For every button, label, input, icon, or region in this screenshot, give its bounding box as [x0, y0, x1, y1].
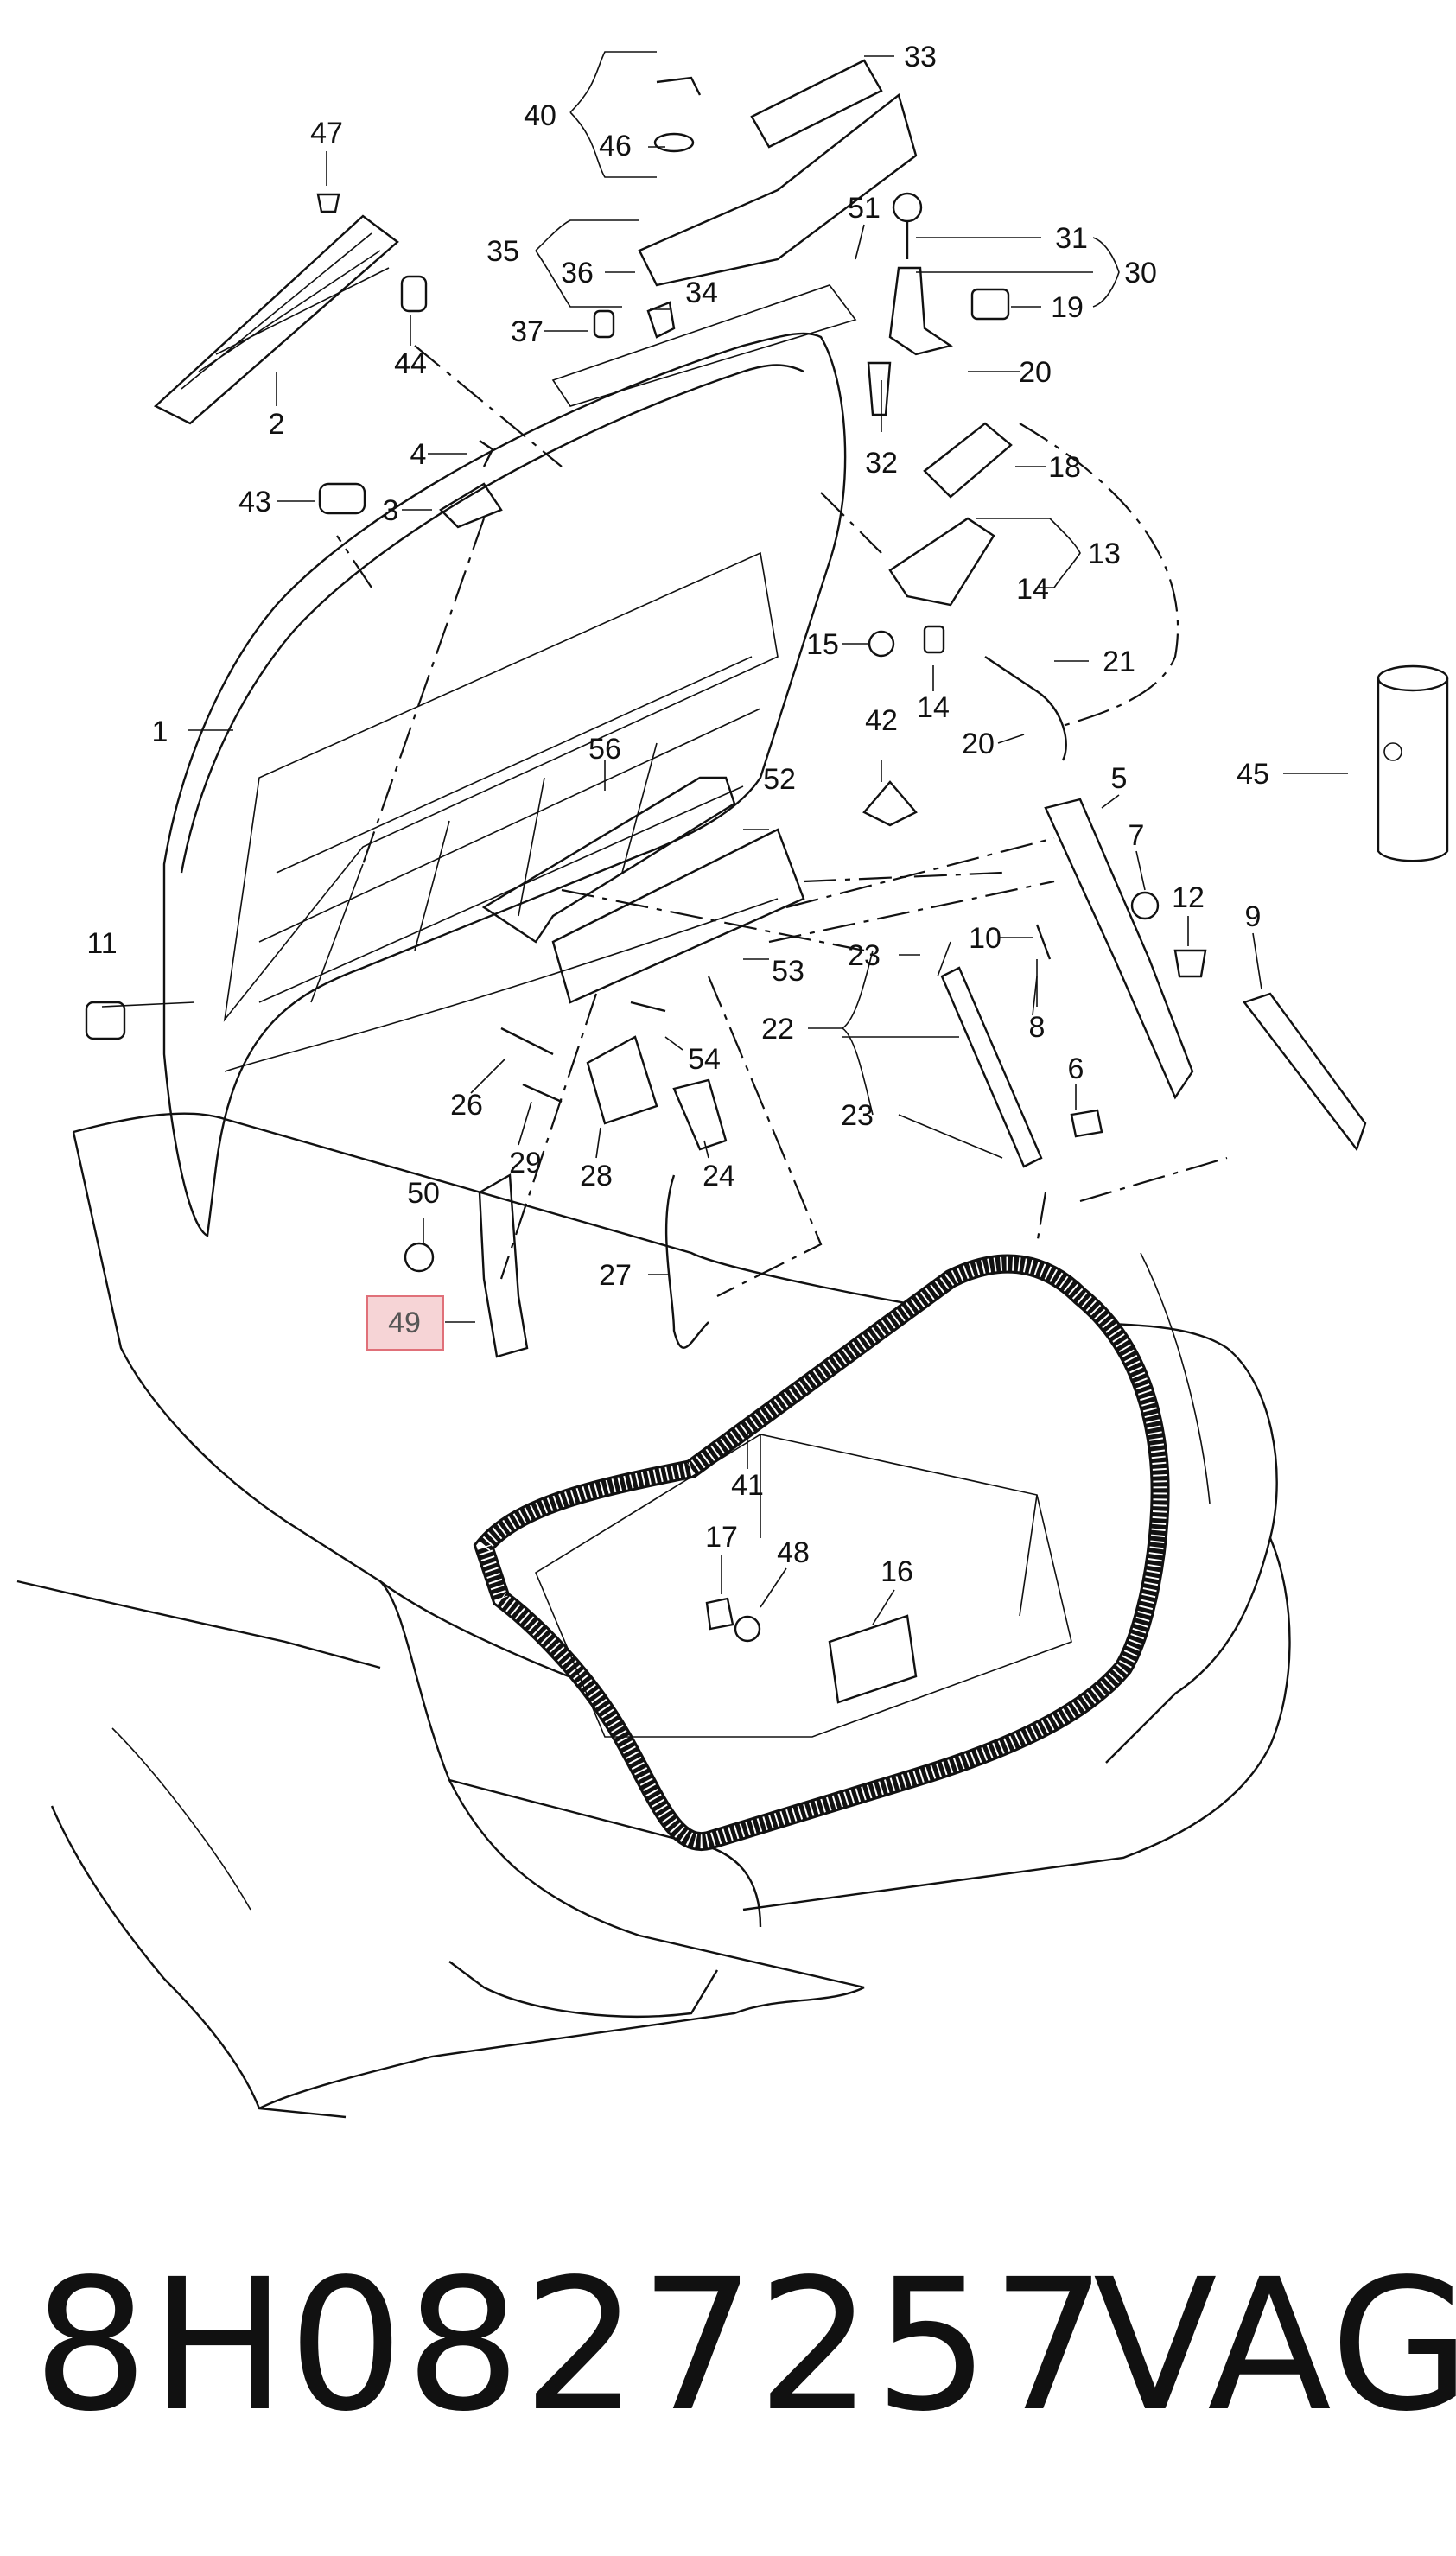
brand-name: VAG — [1093, 2240, 1456, 2451]
part-label-42: 42 — [865, 704, 898, 737]
part-label-2: 2 — [269, 408, 285, 441]
part-label-36: 36 — [561, 257, 594, 289]
leader-lines — [101, 51, 1348, 1625]
part-label-8: 8 — [1029, 1011, 1046, 1044]
part-number: 8H0827257 — [33, 2240, 1109, 2451]
highlight-box — [366, 1295, 444, 1351]
part-label-37: 37 — [511, 315, 544, 348]
part-label-26: 26 — [450, 1089, 483, 1122]
trunk-seal — [473, 1254, 1170, 1852]
part-label-23a: 23 — [848, 939, 881, 972]
part-label-19: 19 — [1051, 291, 1084, 324]
part-label-30: 30 — [1124, 257, 1157, 289]
part-label-33: 33 — [904, 41, 937, 73]
part-label-53: 53 — [772, 955, 804, 988]
part-label-43: 43 — [238, 486, 271, 518]
part-label-31: 31 — [1055, 222, 1088, 255]
part-label-9: 9 — [1245, 900, 1262, 933]
part-label-15: 15 — [806, 628, 839, 661]
part-label-40: 40 — [524, 99, 556, 132]
part-label-45: 45 — [1237, 758, 1269, 791]
part-label-11: 11 — [86, 927, 117, 960]
spray-can-icon — [1377, 664, 1449, 862]
part-label-3: 3 — [383, 494, 399, 527]
part-label-21: 21 — [1103, 645, 1135, 678]
part-label-17: 17 — [705, 1521, 738, 1554]
part-label-34: 34 — [685, 277, 718, 309]
part-label-4: 4 — [410, 438, 427, 471]
part-label-48: 48 — [777, 1536, 810, 1569]
part-label-14a: 14 — [1016, 573, 1049, 606]
part-label-16: 16 — [881, 1555, 913, 1588]
part-labels: 1 2 3 4 5 6 7 8 9 10 11 12 13 14 14 15 1… — [86, 41, 1269, 1588]
part-label-14b: 14 — [917, 691, 950, 724]
part-label-49: 49 — [388, 1307, 421, 1339]
part-label-44: 44 — [394, 347, 427, 380]
part-label-29: 29 — [509, 1147, 542, 1179]
part-label-32: 32 — [865, 447, 898, 480]
part-label-23b: 23 — [841, 1099, 874, 1132]
part-label-12: 12 — [1172, 881, 1205, 914]
part-label-18: 18 — [1048, 451, 1081, 484]
part-label-7: 7 — [1129, 819, 1145, 852]
part-label-10: 10 — [969, 922, 1001, 955]
part-label-28: 28 — [580, 1160, 613, 1192]
part-label-35: 35 — [486, 235, 519, 268]
connection-lines — [336, 345, 1228, 1297]
part-label-5: 5 — [1111, 762, 1128, 795]
part-label-52: 52 — [763, 763, 796, 796]
part-label-13: 13 — [1088, 537, 1121, 570]
part-label-22: 22 — [761, 1013, 794, 1046]
part-label-51: 51 — [848, 192, 881, 225]
part-label-47: 47 — [310, 117, 343, 149]
part-label-20b: 20 — [962, 728, 995, 760]
trunk-lid — [162, 284, 857, 1237]
part-label-54: 54 — [688, 1043, 721, 1076]
part-label-46: 46 — [599, 130, 632, 162]
part-label-20a: 20 — [1019, 356, 1052, 389]
part-label-1: 1 — [152, 715, 168, 748]
part-label-27: 27 — [599, 1259, 632, 1292]
part-label-6: 6 — [1068, 1052, 1084, 1085]
part-label-50: 50 — [407, 1177, 440, 1210]
part-label-56: 56 — [588, 733, 621, 766]
part-shapes — [85, 59, 1449, 1704]
part-label-24: 24 — [703, 1160, 735, 1192]
part-label-41: 41 — [731, 1469, 764, 1502]
